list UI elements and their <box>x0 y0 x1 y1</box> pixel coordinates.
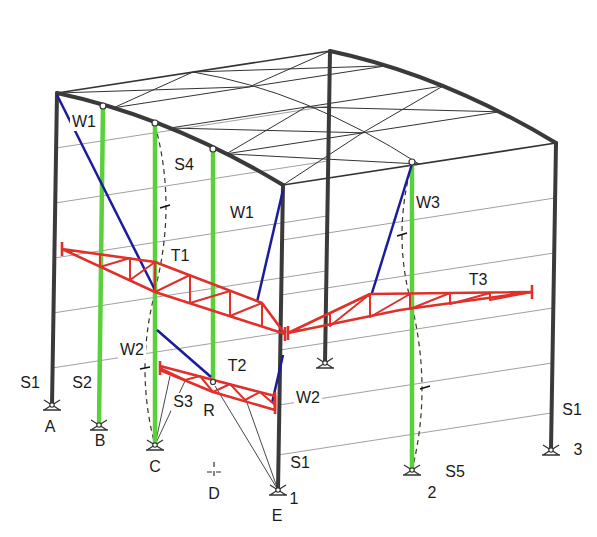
hinge-circle <box>100 103 106 109</box>
pin-support <box>316 358 334 368</box>
frame-rafter <box>330 51 556 143</box>
hinge-circle <box>152 120 158 126</box>
part-label: W1 <box>228 204 256 222</box>
part-label: S2 <box>70 374 94 392</box>
pin-support <box>43 400 61 410</box>
hinge-circle <box>409 159 415 165</box>
back-frame <box>325 51 556 450</box>
part-label: S3 <box>171 393 195 411</box>
wind-post <box>211 149 216 382</box>
eave-line <box>283 143 556 185</box>
girt-line <box>281 253 554 295</box>
part-label: T1 <box>169 247 192 265</box>
part-label: D <box>206 485 222 503</box>
purlin-line <box>193 72 419 164</box>
supports <box>43 358 560 495</box>
pin-support <box>146 440 164 450</box>
brace-line <box>372 164 412 293</box>
absent-support <box>207 462 221 480</box>
part-label: S1 <box>18 374 42 392</box>
part-label: W2 <box>118 341 146 359</box>
roof-bracing <box>57 51 556 185</box>
part-label: A <box>43 418 58 436</box>
part-label: S1 <box>288 454 312 472</box>
tick-mark <box>140 205 430 389</box>
part-label: 1 <box>288 490 301 508</box>
frame-column <box>52 93 57 405</box>
part-label: S4 <box>172 156 196 174</box>
part-label: W2 <box>294 389 322 407</box>
truss-web <box>330 292 532 326</box>
part-label: T3 <box>467 271 490 289</box>
wall-braces <box>57 95 412 403</box>
girt-line <box>280 308 553 350</box>
front-frame <box>52 93 283 490</box>
girt-line <box>278 413 551 455</box>
part-label: B <box>93 432 108 450</box>
part-label: S1 <box>560 401 584 419</box>
part-label: C <box>147 458 163 476</box>
wind-trusses <box>62 242 532 414</box>
girt-line <box>56 106 329 148</box>
part-label: T2 <box>226 357 249 375</box>
truss-chord <box>160 366 275 410</box>
frame-column <box>278 185 283 490</box>
truss-end <box>288 285 532 340</box>
roof-brace <box>57 72 419 185</box>
brace-line <box>257 190 283 302</box>
truss-end <box>62 242 285 341</box>
part-label: R <box>201 402 217 420</box>
pin-support <box>542 445 560 455</box>
frame-column <box>551 143 556 450</box>
part-label: 2 <box>426 484 439 502</box>
part-label: W1 <box>70 113 98 131</box>
hinge-circle <box>211 380 216 385</box>
buckling-ticks <box>140 205 430 389</box>
part-label: E <box>270 507 285 525</box>
pin-support <box>90 420 108 430</box>
hinge-circle <box>210 146 216 152</box>
part-label: S5 <box>443 463 467 481</box>
part-label: W3 <box>414 194 442 212</box>
pin-support <box>403 465 421 475</box>
part-label: 3 <box>572 441 585 459</box>
post-hinges <box>100 103 415 385</box>
frame-rafter <box>57 93 283 185</box>
truss-end <box>160 361 275 414</box>
truss-chord <box>288 292 532 333</box>
pin-support <box>269 485 287 495</box>
